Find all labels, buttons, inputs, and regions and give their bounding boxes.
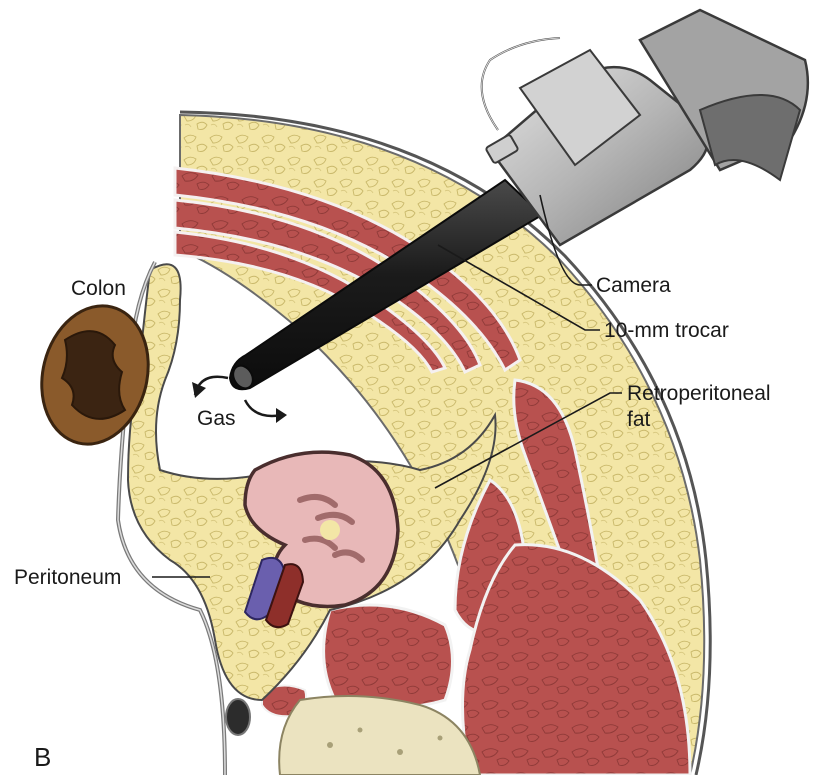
trocar <box>228 178 544 391</box>
gas-label: Gas <box>197 407 236 430</box>
colon-label: Colon <box>71 277 126 300</box>
fat-label: fat <box>627 408 651 431</box>
muscle-band-outer <box>173 166 522 373</box>
colon <box>40 304 150 446</box>
inferior-vessel <box>225 698 251 736</box>
skin-outline <box>179 110 712 775</box>
camera-label: Camera <box>596 274 671 297</box>
peritoneum-label: Peritoneum <box>14 566 121 589</box>
muscle-band-inner <box>173 230 448 374</box>
trocar-label: 10-mm trocar <box>604 319 729 342</box>
vertebra <box>278 695 482 775</box>
retro-fat-leader <box>434 392 622 489</box>
trocar-leader <box>437 244 600 331</box>
camera-leader <box>539 194 592 286</box>
gas-flow-arrow-icon <box>192 375 287 423</box>
renal-artery <box>264 563 305 629</box>
camera <box>480 8 810 247</box>
muscle-band-middle <box>173 198 482 374</box>
paraspinal-muscle <box>461 543 692 775</box>
psoas-muscle <box>322 603 454 709</box>
panel-letter: B <box>34 742 51 772</box>
retroperitoneal-label: Retroperitoneal <box>627 382 771 405</box>
